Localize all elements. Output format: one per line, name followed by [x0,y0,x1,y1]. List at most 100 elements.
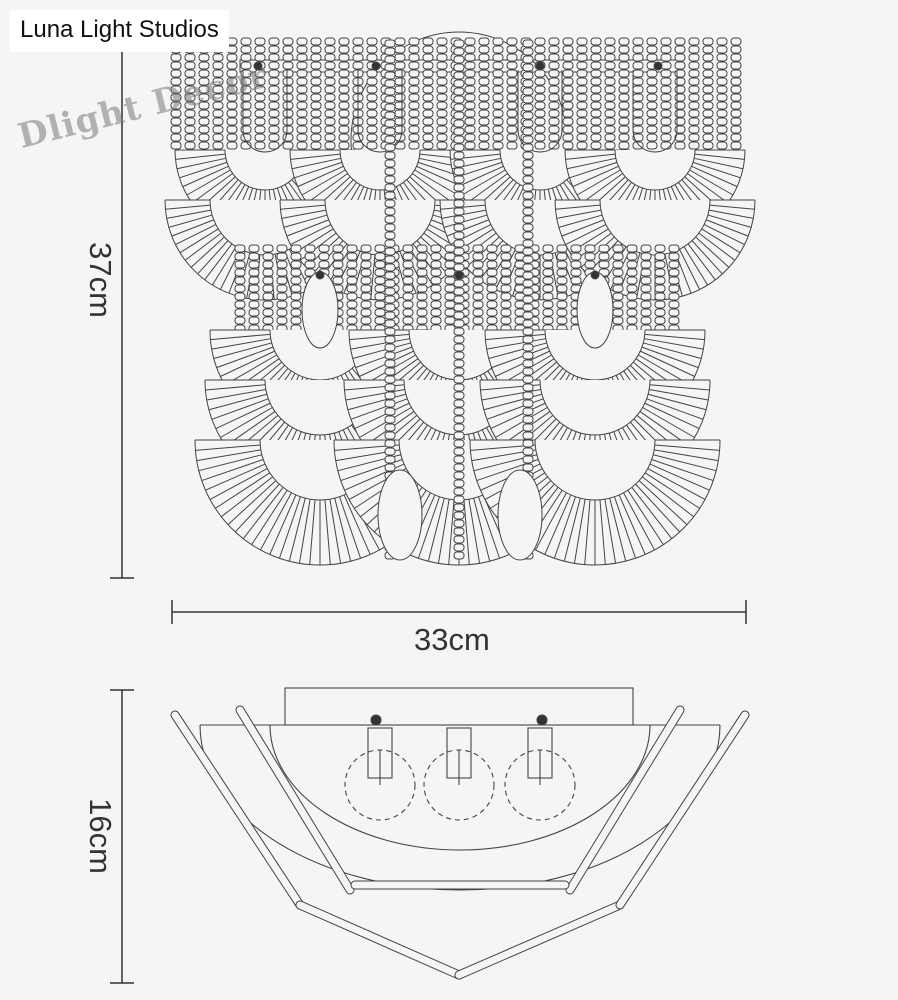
strand-bead [453,503,465,512]
fan-crystal [215,472,271,509]
strand-bead [324,133,336,142]
fan-crystal [694,157,744,170]
strand-bead [478,61,490,70]
strand-bead [688,133,700,142]
strand-bead [464,77,476,86]
strand-bead [268,77,280,86]
strand-bead [384,247,396,256]
strand-bead [436,45,448,54]
strand-bead [268,61,280,70]
strand-bead [626,316,638,325]
strand-bead [384,343,396,352]
strand-bead [324,69,336,78]
fan-crystal [642,476,694,518]
crystal-strand [402,244,414,333]
fan-crystal [646,398,704,420]
strand-bead [296,133,308,142]
strand-bead [522,279,534,288]
strand-bead [384,183,396,192]
strand-bead [674,61,686,70]
strand-bead [304,244,316,253]
strand-bead [522,47,534,56]
strand-bead [324,53,336,62]
strand-bead [248,284,260,293]
strand-bead [436,61,448,70]
strand-bead [590,133,602,142]
strand-bead [346,300,358,309]
strand-bead [556,268,568,277]
strand-bead [534,45,546,54]
strand-bead [453,55,465,64]
strand-bead [506,85,518,94]
strand-bead [290,244,302,253]
strand-bead [234,308,246,317]
strand-bead [646,69,658,78]
strand-bead [290,300,302,309]
strand-bead [212,53,224,62]
crystal-strand [408,37,420,150]
strand-bead [338,85,350,94]
strand-bead [254,109,266,118]
strand-bead [478,133,490,142]
strand-bead [660,45,672,54]
strand-bead [248,260,260,269]
strand-bead [453,519,465,528]
strand-bead [453,79,465,88]
strand-bead [254,101,266,110]
strand-bead [453,287,465,296]
fan-crystal [457,165,504,188]
strand-bead [268,109,280,118]
strand-bead [618,45,630,54]
strand-bead [730,125,742,134]
strand-bead [360,268,372,277]
strand-bead [522,159,534,168]
strand-bead [598,260,610,269]
brand-label: Luna Light Studios [10,10,229,52]
fan-crystal [683,246,709,286]
fan-crystal [354,402,410,430]
strand-bead [453,431,465,440]
strand-bead [542,276,554,285]
fan-crystal [370,254,376,300]
strand-bead [374,252,386,261]
fan-crystal [242,487,284,539]
fan-crystal [190,236,225,268]
strand-bead [522,103,534,112]
strand-bead [384,295,396,304]
strand-bead [453,167,465,176]
strand-bead [453,295,465,304]
fan-crystal [486,338,546,350]
strand-bead [522,351,534,360]
strand-bead [338,37,350,46]
strand-bead [453,535,465,544]
strand-bead [262,292,274,301]
crystal-strand [436,37,448,150]
strand-bead [453,527,465,536]
fan-inner-arc [544,329,646,381]
pinecone-crystal [497,469,543,561]
strand-bead [500,292,512,301]
strand-bead [730,37,742,46]
strand-bead [548,85,560,94]
strand-bead [604,69,616,78]
strand-bead [248,252,260,261]
fan-crystal [647,393,707,411]
strand-bead [453,351,465,360]
strand-bead [282,69,294,78]
strand-bead [472,244,484,253]
height-label: 37cm [82,242,118,318]
strand-bead [453,263,465,272]
strand-bead [408,77,420,86]
strand-bead [453,255,465,264]
crystal-strand [534,37,546,150]
strand-bead [548,125,560,134]
strand-bead [668,244,680,253]
inner-frame-arc [269,724,651,851]
strand-bead [436,117,448,126]
fan-crystal [198,454,262,472]
strand-bead [408,117,420,126]
strand-bead [282,93,294,102]
crystal-strand [548,37,560,150]
strand-bead [394,53,406,62]
strand-bead [632,101,644,110]
